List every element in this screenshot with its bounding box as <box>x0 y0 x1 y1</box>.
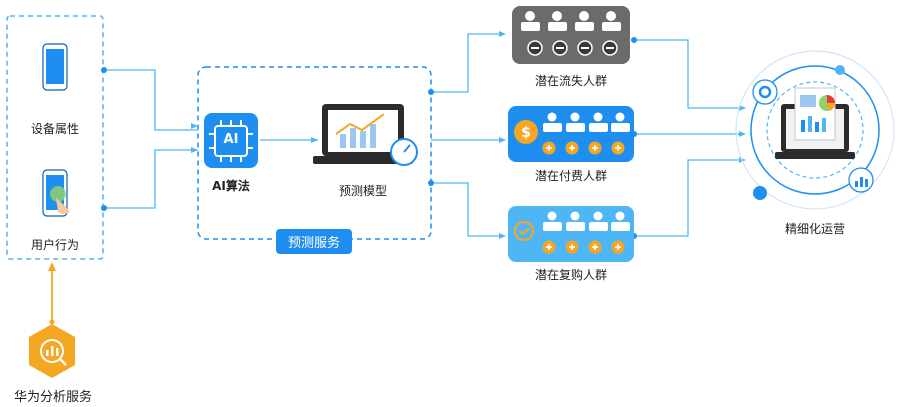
left-dashed-box <box>6 15 104 260</box>
laptop-chart-icon <box>313 104 418 166</box>
churn-group-card <box>512 6 630 64</box>
ai-chip-icon <box>204 113 258 168</box>
huawei-analytics-label: 华为分析服务 <box>13 390 92 405</box>
gear-icon <box>752 79 778 105</box>
svg-text:$: $ <box>521 125 531 141</box>
pay-group-label: 潜在付费人群 <box>534 169 607 183</box>
repurchase-group-card <box>508 206 634 262</box>
refined-operation-label: 精细化运营 <box>784 222 845 236</box>
ai-algorithm-label: AI算法 <box>212 179 250 193</box>
result-laptop-icon <box>775 87 855 159</box>
touch-phone-icon <box>42 169 70 217</box>
prediction-service-badge: 预测服务 <box>276 229 353 254</box>
device-attribute-label: 设备属性 <box>30 122 79 136</box>
prediction-model-label: 预测模型 <box>338 184 387 198</box>
user-behavior-label: 用户行为 <box>30 238 79 252</box>
ai-chip-text: AI <box>223 132 239 147</box>
bar-chart-icon <box>848 167 874 193</box>
result-rings <box>735 50 895 210</box>
phone-icon <box>42 43 68 91</box>
analytics-hexagon-icon <box>29 324 75 378</box>
pay-group-card: $ <box>508 106 634 162</box>
churn-group-label: 潜在流失人群 <box>534 74 607 88</box>
repurchase-group-label: 潜在复购人群 <box>534 268 607 282</box>
